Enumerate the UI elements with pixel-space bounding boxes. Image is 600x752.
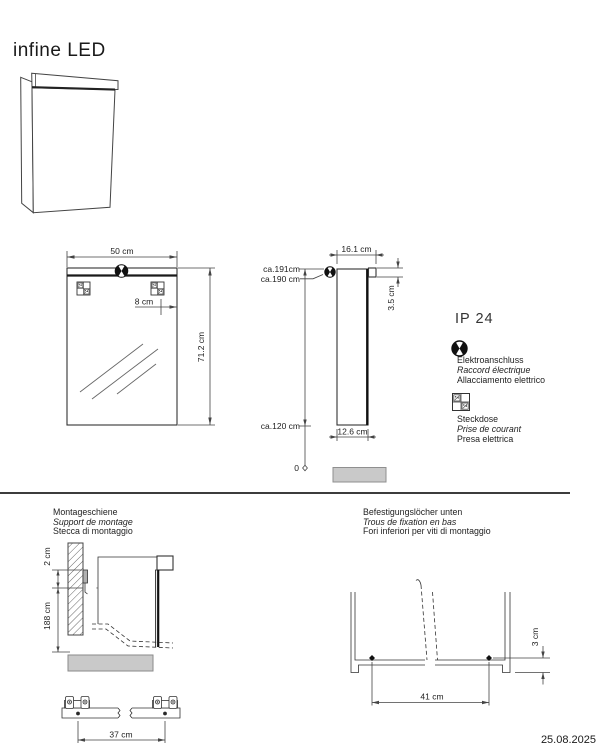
cabinet-3d-drawing xyxy=(20,72,119,214)
socket-offset-label: 8 cm xyxy=(135,297,153,307)
fixing-holes-heading: Befestigungslöcher unten Trous de fixati… xyxy=(363,507,491,537)
width-dimension-label: 50 cm xyxy=(110,246,133,256)
rail-length-dimension: 37 cm xyxy=(77,721,166,743)
rail-length-label: 37 cm xyxy=(109,730,132,740)
mirror-glass-marks xyxy=(79,343,159,400)
light-height-label: 3.5 cm xyxy=(386,285,396,311)
cabinet-profile xyxy=(92,555,174,649)
heading-line: Befestigungslöcher unten xyxy=(363,507,463,517)
edge-offset-label: 3 cm xyxy=(530,628,540,646)
floor-zero-label: 0 xyxy=(294,463,299,473)
socket-legend-text: Steckdose Prise de courant Presa elettri… xyxy=(457,414,522,444)
legend-line: Elektroanschluss xyxy=(457,355,524,365)
hole-spacing-dimension: 41 cm xyxy=(371,662,490,706)
legend-line: Presa elettrica xyxy=(457,433,514,444)
depth-dimension: 16.1 cm xyxy=(329,244,384,264)
cabinet-bottom-outline xyxy=(350,579,511,673)
legend-line: Allacciamento elettrico xyxy=(457,374,546,385)
heading-line: Stecca di montaggio xyxy=(53,526,133,537)
heading-line: Trous de fixation en bas xyxy=(363,516,457,527)
light-strip-side xyxy=(367,267,377,278)
page-title: infine LED xyxy=(13,40,106,61)
height-dimension-label: 71.2 cm xyxy=(196,332,206,362)
hole-spacing-label: 41 cm xyxy=(420,692,443,702)
height-reference-dimensions: ca.191cm ca.190 cm ca.120 cm 0 xyxy=(261,264,324,473)
electrical-legend-text: Elektroanschluss Raccord électrique Alla… xyxy=(457,355,546,385)
fixing-holes-drawing: 3 cm 41 cm xyxy=(350,579,550,706)
vanity-block xyxy=(332,467,387,483)
fixing-hole-marker xyxy=(369,655,375,661)
socket-icon xyxy=(452,393,470,411)
rail-height-label: 188 cm xyxy=(42,602,52,630)
heading-line: Montageschiene xyxy=(53,507,118,517)
socket-offset-dimension: 8 cm xyxy=(135,297,177,315)
cabinet-side-outline xyxy=(336,268,369,426)
electrical-connection-icon xyxy=(324,266,336,278)
legend-line: Prise de courant xyxy=(457,423,522,434)
socket-icon xyxy=(76,281,91,296)
light-height-dimension: 3.5 cm xyxy=(377,258,403,311)
vanity-block xyxy=(67,654,154,672)
fixing-hole-marker xyxy=(486,655,492,661)
ip-rating: IP 24 xyxy=(455,311,494,327)
depth-total-label: 16.1 cm xyxy=(341,244,371,254)
height-connection-label: ca.190 cm xyxy=(261,274,300,284)
cabinet-3d-body xyxy=(20,72,119,214)
side-view-drawing: 16.1 cm 3.5 cm ca.191cm ca.190 cm ca.120… xyxy=(261,244,403,483)
revision-date: 25.08.2025 xyxy=(540,734,596,746)
front-view-drawing: 50 cm 71.2 cm xyxy=(66,246,215,426)
section-divider xyxy=(0,492,570,495)
rail-front-drawing: 37 cm xyxy=(61,696,181,743)
mounting-rail-part xyxy=(82,569,98,595)
top-gap-label: 2 cm xyxy=(42,547,52,565)
wall-hatch xyxy=(67,542,84,636)
rail-height-dimensions: 2 cm 188 cm xyxy=(42,547,83,653)
heading-line: Fori inferiori per viti di montaggio xyxy=(363,526,491,537)
legend-line: Raccord électrique xyxy=(457,364,531,375)
height-bottom-label: ca.120 cm xyxy=(261,421,300,431)
front-view-dimensions: 50 cm 71.2 cm xyxy=(66,246,215,426)
edge-offset-dimension: 3 cm xyxy=(493,628,550,685)
rail-left-part xyxy=(61,696,121,719)
body-depth-dimension: 12.6 cm xyxy=(329,427,376,441)
heading-line: Support de montage xyxy=(53,516,133,527)
electrical-connection-icon xyxy=(114,264,129,278)
socket-icon xyxy=(150,281,165,296)
mounting-rail-drawing: 2 cm 188 cm xyxy=(42,542,174,672)
depth-body-label: 12.6 cm xyxy=(337,427,367,437)
height-top-label: ca.191cm xyxy=(263,264,300,274)
rail-right-part xyxy=(129,696,181,719)
electrical-connection-icon xyxy=(451,340,468,357)
mounting-rail-heading: Montageschiene Support de montage Stecca… xyxy=(53,507,133,537)
legend-line: Steckdose xyxy=(457,414,499,424)
